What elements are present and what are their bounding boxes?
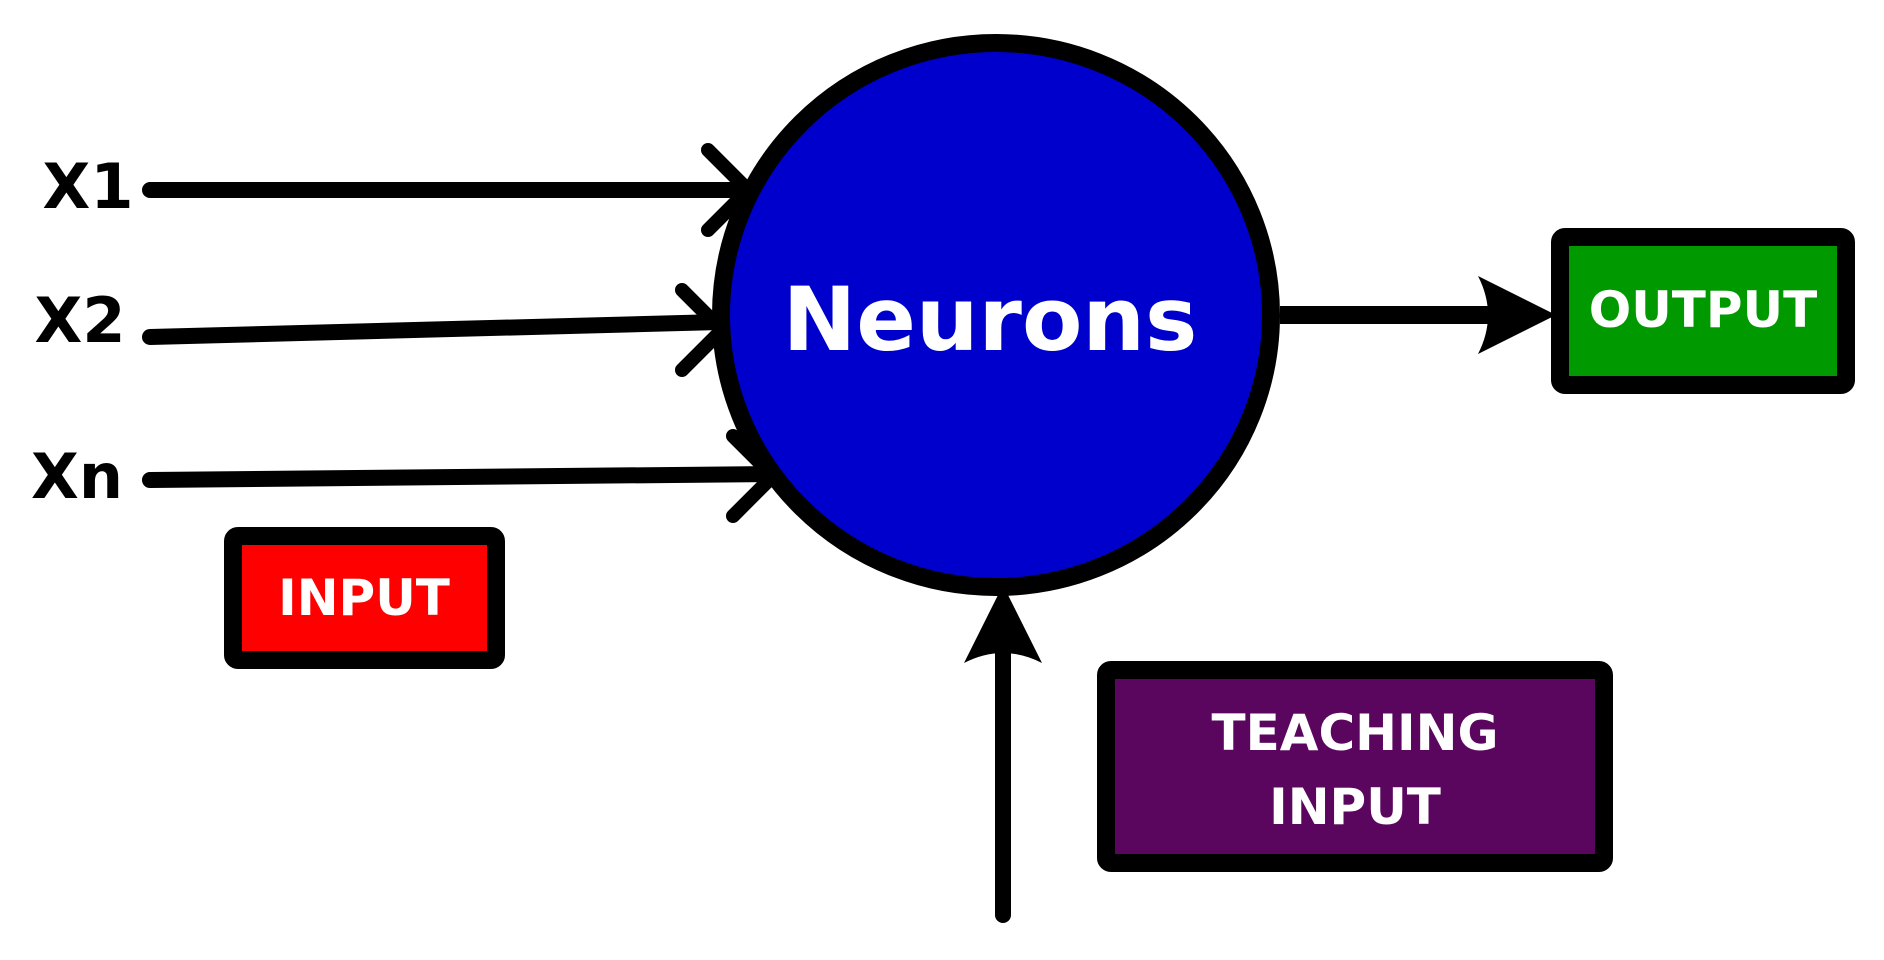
input-box-label: INPUT <box>278 569 450 627</box>
teaching-arrowhead <box>964 585 1042 663</box>
input-label-x2: X2 <box>35 284 126 357</box>
input-box <box>224 527 505 669</box>
input-lines <box>142 182 780 488</box>
input-line-x2 <box>142 314 728 345</box>
output-box-label: OUTPUT <box>1589 281 1818 339</box>
neuron-label: Neurons <box>783 268 1198 371</box>
teaching-input-box <box>1097 661 1613 872</box>
input-label-x1: X1 <box>43 150 134 223</box>
input-label-xn: Xn <box>31 440 123 513</box>
teaching-input-label-line1: TEACHING <box>1212 704 1499 762</box>
output-box <box>1551 228 1855 394</box>
input-line-xn <box>142 466 780 488</box>
output-arrowhead <box>1478 276 1556 354</box>
neuron-circle <box>712 34 1280 596</box>
teaching-input-label-line2: INPUT <box>1269 778 1441 836</box>
